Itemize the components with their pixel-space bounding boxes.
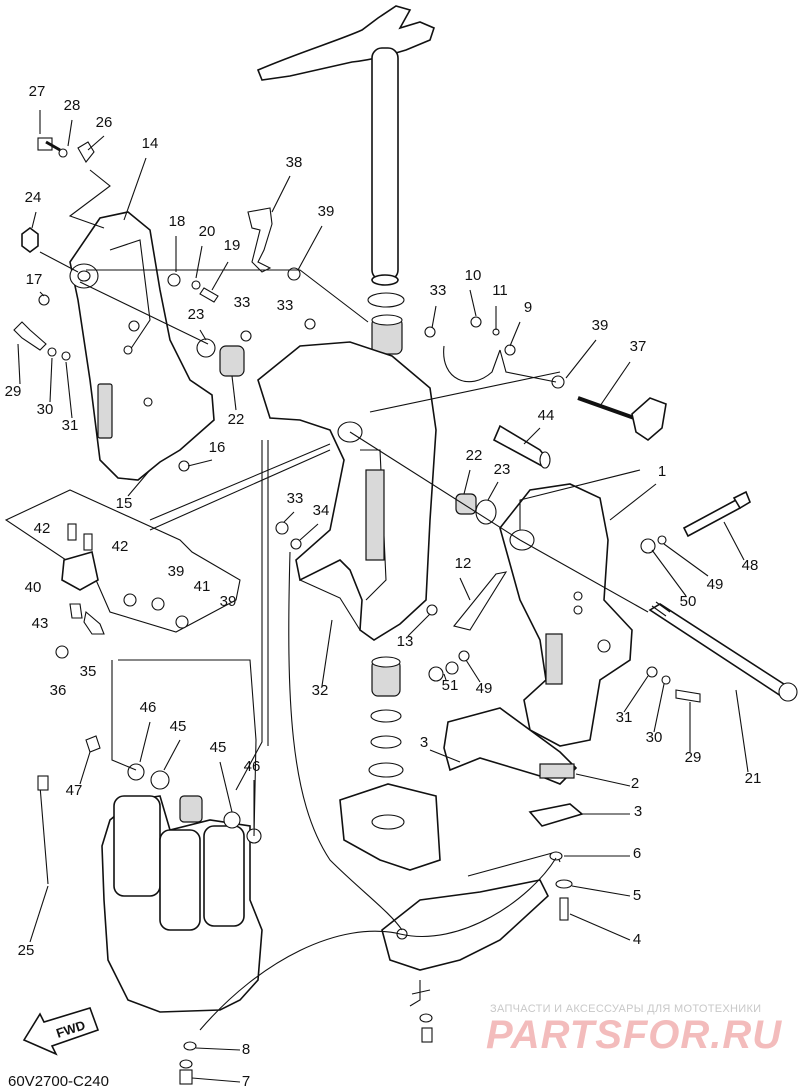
watermark: ЗАПЧАСТИ И АКСЕССУАРЫ ДЛЯ МОТОТЕХНИКИ PA… <box>486 1003 782 1057</box>
callout-c31a: 31 <box>62 417 79 434</box>
callout-c38: 38 <box>286 154 303 171</box>
callout-c1: 1 <box>658 463 666 480</box>
callout-c13: 13 <box>397 633 414 650</box>
callout-c49b: 49 <box>476 680 493 697</box>
callout-c45b: 45 <box>210 739 227 756</box>
diagram-code: 60V2700-C240 <box>8 1073 109 1090</box>
callout-c30a: 30 <box>37 401 54 418</box>
callout-c11: 11 <box>492 282 508 299</box>
callout-c40: 40 <box>25 579 42 596</box>
callout-c49a: 49 <box>707 576 724 593</box>
callout-c43: 43 <box>32 615 49 632</box>
bolt-48 <box>682 490 751 538</box>
callout-c22a: 22 <box>228 411 245 428</box>
callout-c44: 44 <box>538 407 555 424</box>
callout-c5: 5 <box>633 887 641 904</box>
hoses-and-lines <box>37 440 557 1085</box>
pad <box>528 803 584 827</box>
callout-c24: 24 <box>25 189 42 206</box>
callout-c51: 51 <box>442 677 459 694</box>
callout-c21: 21 <box>745 770 762 787</box>
swivel-bracket <box>257 341 437 641</box>
callout-c32: 32 <box>312 682 329 699</box>
callout-c39d: 39 <box>220 593 237 610</box>
callout-c22b: 22 <box>466 447 483 464</box>
callout-c35: 35 <box>80 663 97 680</box>
callout-c3b: 3 <box>634 803 642 820</box>
callout-c26: 26 <box>96 114 113 131</box>
callout-c36: 36 <box>50 682 67 699</box>
lower-mount-yoke <box>339 783 441 871</box>
watermark-caption: ЗАПЧАСТИ И АКСЕССУАРЫ ДЛЯ МОТОТЕХНИКИ <box>490 1003 761 1015</box>
callout-c42a: 42 <box>34 520 51 537</box>
callout-c20: 20 <box>199 223 216 240</box>
left-clamp-bracket <box>69 211 215 481</box>
callout-c29b: 29 <box>685 749 702 766</box>
trim-sensor-group <box>4 489 241 659</box>
callout-c48: 48 <box>742 557 759 574</box>
leader-lines <box>17 110 749 1083</box>
fwd-arrow: FWD <box>22 1007 100 1056</box>
callout-c42b: 42 <box>112 538 129 555</box>
steering-arm <box>256 5 435 286</box>
callout-c18: 18 <box>169 213 186 230</box>
callout-c39c: 39 <box>168 563 185 580</box>
callout-c39a: 39 <box>318 203 335 220</box>
callout-c34: 34 <box>313 502 330 519</box>
callout-c33a: 33 <box>234 294 251 311</box>
upper-mount <box>443 707 578 785</box>
callout-c28: 28 <box>64 97 81 114</box>
callout-c7: 7 <box>242 1073 250 1090</box>
callout-c25: 25 <box>18 942 35 959</box>
callout-c41: 41 <box>194 578 211 595</box>
washer-lower-1 <box>370 709 402 723</box>
callout-c46b: 46 <box>244 758 261 775</box>
tilt-pin <box>492 424 551 469</box>
callout-c8: 8 <box>242 1041 250 1058</box>
tilt-lever-rod <box>577 396 667 442</box>
lower-bushing <box>371 656 401 697</box>
callout-c50: 50 <box>680 593 697 610</box>
washer-top <box>367 292 405 308</box>
callout-c10: 10 <box>465 267 482 284</box>
callout-c29a: 29 <box>5 383 22 400</box>
callout-c47: 47 <box>66 782 83 799</box>
washer-lower-2 <box>370 735 402 749</box>
callout-c12: 12 <box>455 555 472 572</box>
trim-tilt-unit <box>85 735 263 1013</box>
upper-bushing <box>371 314 403 355</box>
callout-c33d: 33 <box>287 490 304 507</box>
callout-c30b: 30 <box>646 729 663 746</box>
callout-c16: 16 <box>209 439 226 456</box>
washer-lower-3 <box>368 762 404 778</box>
callout-c31b: 31 <box>616 709 633 726</box>
callout-c3a: 3 <box>420 734 428 751</box>
callout-c14: 14 <box>142 135 159 152</box>
callout-c23a: 23 <box>188 306 205 323</box>
callout-c37: 37 <box>630 338 647 355</box>
callout-c2: 2 <box>631 775 639 792</box>
callout-c39b: 39 <box>592 317 609 334</box>
callout-c4: 4 <box>633 931 641 948</box>
through-tube <box>648 601 798 702</box>
watermark-logo: PARTSFOR.RU <box>486 1013 782 1057</box>
callout-c46a: 46 <box>140 699 157 716</box>
callout-c27: 27 <box>29 83 46 100</box>
callout-c33c: 33 <box>430 282 447 299</box>
callout-c9: 9 <box>524 299 532 316</box>
callout-c33b: 33 <box>277 297 294 314</box>
callout-c23b: 23 <box>494 461 511 478</box>
callout-c17: 17 <box>26 271 43 288</box>
callout-c15: 15 <box>116 495 133 512</box>
callout-c19: 19 <box>224 237 241 254</box>
callout-c45a: 45 <box>170 718 187 735</box>
small-hardware <box>13 137 701 921</box>
callout-c6: 6 <box>633 845 641 862</box>
